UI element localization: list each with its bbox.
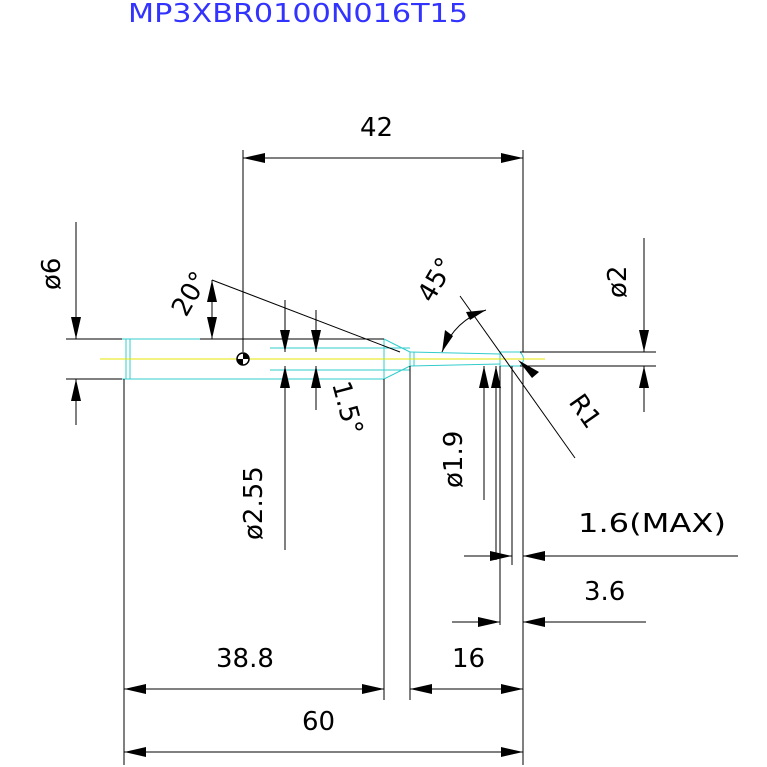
dim-diameter-1-9 — [479, 366, 501, 560]
dim-16 — [409, 366, 523, 700]
dim-diameter-6-label: ø6 — [37, 258, 67, 290]
dim-1-6-max — [464, 551, 738, 561]
drawing-title: MP3XBR0100N016T15 — [128, 0, 468, 29]
dim-angle-45-label: 45° — [412, 253, 461, 308]
dim-42 — [242, 150, 524, 352]
dim-angle-20 — [200, 279, 401, 353]
dim-diameter-6 — [66, 222, 122, 425]
dim-3-6-label: 3.6 — [584, 577, 625, 607]
dim-diameter-2-label: ø2 — [603, 266, 633, 298]
tip-extension-lines — [499, 366, 524, 765]
dim-radius-1 — [518, 360, 539, 378]
dim-42-label: 42 — [360, 113, 393, 143]
dim-38-8-label: 38.8 — [216, 644, 274, 674]
dim-1-6-max-label: 1.6(MAX) — [578, 509, 726, 539]
center-point-marker — [236, 352, 250, 366]
dim-16-label: 16 — [452, 644, 485, 674]
dim-angle-45 — [441, 295, 576, 459]
dim-diameter-2 — [520, 238, 656, 412]
dim-38-8 — [123, 379, 385, 765]
dim-angle-1-5-label: 1.5° — [325, 378, 368, 438]
dim-3-6 — [452, 617, 646, 627]
dim-angle-20-label: 20° — [166, 267, 215, 322]
dim-60-label: 60 — [302, 707, 335, 737]
dim-diameter-1-9-label: ø1.9 — [439, 431, 469, 488]
dim-angle-1-5 — [280, 300, 321, 550]
dim-radius-1-label: R1 — [562, 389, 606, 435]
dim-diameter-2-55-label: ø2.55 — [239, 466, 269, 540]
dim-60 — [124, 747, 523, 757]
